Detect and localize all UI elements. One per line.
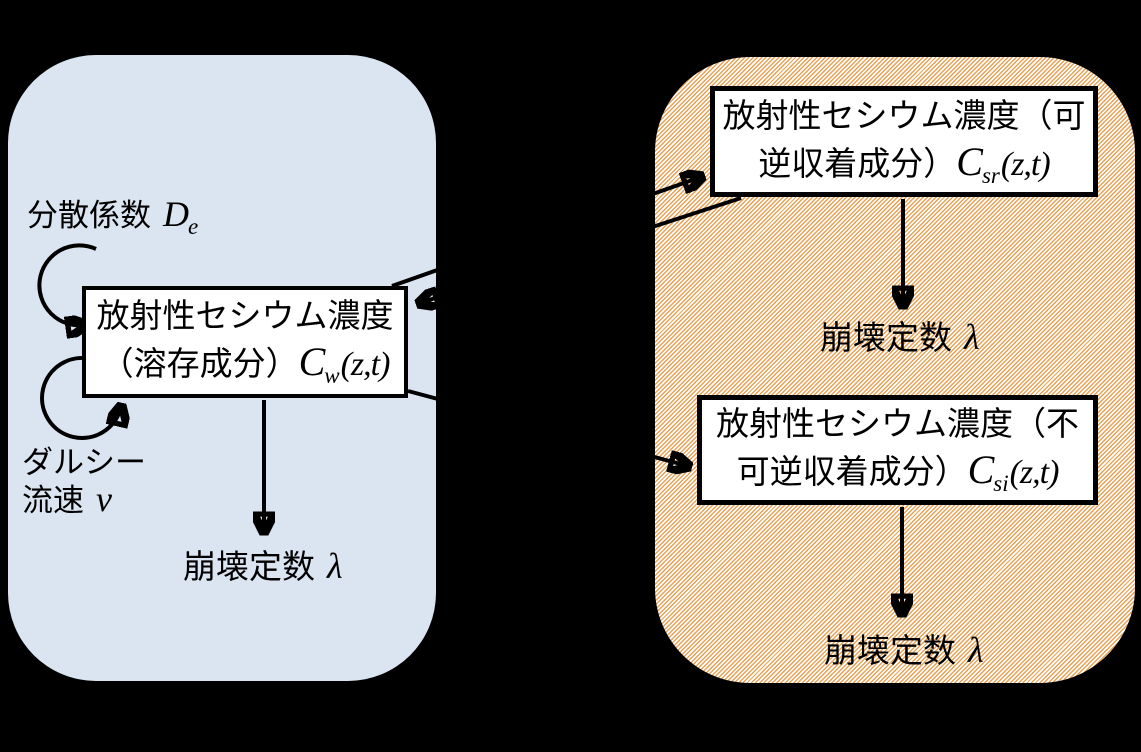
csi-box: 放射性セシウム濃度（不 可逆収着成分）Csi(z,t) bbox=[697, 395, 1098, 505]
cw-box: 放射性セシウム濃度 （溶存成分）Cw(z,t) bbox=[82, 286, 408, 398]
dispersion-jp-text: 分散係数 bbox=[27, 198, 151, 233]
dispersion-symbol: D bbox=[163, 194, 189, 234]
csi-box-line1-text: 放射性セシウム濃度（不 bbox=[716, 405, 1079, 442]
dispersion-self-loop-arrow bbox=[37, 243, 97, 325]
decay-rb-symbol: λ bbox=[968, 630, 984, 670]
darcy-velocity-label: ダルシー 流速 v bbox=[22, 444, 146, 519]
decay-left-jp: 崩壊定数 bbox=[183, 548, 315, 585]
cw-args: (z,t) bbox=[340, 346, 391, 383]
decay-rt-jp: 崩壊定数 bbox=[820, 319, 952, 356]
decay-constant-label-right-top: 崩壊定数 λ bbox=[820, 317, 980, 358]
darcy-line2-jp: 流速 bbox=[22, 483, 84, 518]
csr-symbol: C bbox=[956, 138, 983, 184]
csi-box-line2-prefix: 可逆収着成分） bbox=[736, 453, 968, 490]
decay-left-symbol: λ bbox=[327, 546, 343, 586]
cw-to-csi-arrow bbox=[407, 389, 688, 466]
decay-constant-label-right-bottom: 崩壊定数 λ bbox=[824, 630, 984, 671]
csr-box-line2-prefix: 逆収着成分） bbox=[758, 144, 957, 182]
csr-to-cw-arrow bbox=[420, 196, 742, 303]
decay-rb-jp: 崩壊定数 bbox=[824, 632, 956, 669]
cw-box-line2-prefix: （溶存成分） bbox=[100, 345, 299, 382]
darcy-self-loop-arrow bbox=[40, 356, 121, 440]
csr-subscript: sr bbox=[981, 162, 1000, 188]
csi-box-line1: 放射性セシウム濃度（不 bbox=[716, 401, 1079, 447]
cw-symbol: C bbox=[298, 339, 326, 384]
csi-subscript: si bbox=[993, 471, 1009, 496]
darcy-line2: 流速 v bbox=[22, 481, 146, 519]
csr-args: (z,t) bbox=[1000, 145, 1051, 183]
cw-box-line1-text: 放射性セシウム濃度 bbox=[96, 297, 394, 334]
csr-box-line2: 逆収着成分）Csr(z,t) bbox=[758, 138, 1051, 191]
cw-to-csr-arrow bbox=[391, 177, 701, 288]
csi-box-line2: 可逆収着成分）Csi(z,t) bbox=[736, 447, 1060, 499]
cw-box-line2: （溶存成分）Cw(z,t) bbox=[100, 339, 391, 391]
csr-box-line1: 放射性セシウム濃度（可 bbox=[723, 93, 1086, 139]
darcy-line1: ダルシー bbox=[22, 445, 146, 480]
csr-box: 放射性セシウム濃度（可 逆収着成分）Csr(z,t) bbox=[710, 86, 1098, 197]
dispersion-coefficient-label: 分散係数 De bbox=[27, 194, 199, 239]
cw-box-line1: 放射性セシウム濃度 bbox=[97, 293, 394, 339]
decay-constant-label-left: 崩壊定数 λ bbox=[183, 546, 343, 587]
csi-symbol: C bbox=[967, 447, 995, 492]
darcy-symbol: v bbox=[96, 479, 112, 519]
cw-subscript: w bbox=[324, 363, 340, 388]
csi-args: (z,t) bbox=[1009, 454, 1060, 491]
decay-rt-symbol: λ bbox=[964, 317, 980, 357]
csr-box-line1-text: 放射性セシウム濃度（可 bbox=[722, 96, 1086, 134]
dispersion-subscript: e bbox=[188, 214, 199, 239]
